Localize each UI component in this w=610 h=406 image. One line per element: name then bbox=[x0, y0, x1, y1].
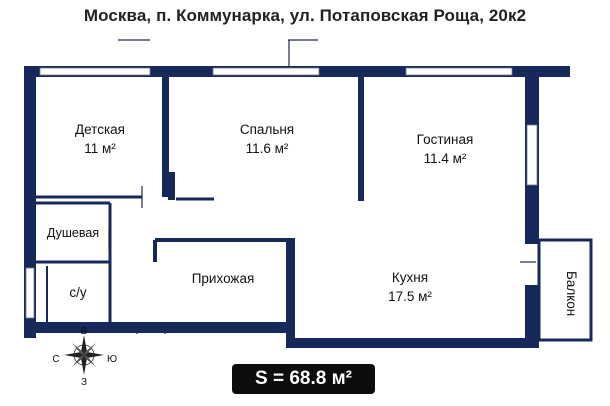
wall-kids-bedroom bbox=[162, 77, 169, 197]
outer-wall-bottom-right bbox=[288, 338, 538, 348]
compass-south-label: З bbox=[80, 377, 88, 388]
room-name: Гостиная bbox=[416, 132, 474, 147]
room-bedroom: Спальня 11.6 м² bbox=[212, 120, 322, 158]
room-balcony: Балкон bbox=[564, 271, 579, 317]
compass-rose bbox=[64, 335, 104, 375]
room-kitchen: Кухня 17.5 м² bbox=[355, 268, 465, 306]
plan-title: Москва, п. Коммунарка, ул. Потаповская Р… bbox=[83, 6, 527, 25]
wall-stub bbox=[168, 172, 175, 200]
room-name: Детская bbox=[74, 122, 125, 137]
outer-wall-right-lower bbox=[525, 285, 539, 348]
room-living: Гостиная 11.4 м² bbox=[390, 130, 500, 168]
room-name: Душевая bbox=[46, 226, 100, 240]
room-area: 11.6 м² bbox=[245, 141, 289, 156]
window bbox=[526, 124, 538, 186]
compass-east-label: Ю bbox=[106, 354, 118, 365]
window bbox=[212, 67, 320, 76]
room-shower: Душевая bbox=[36, 224, 110, 243]
room-kids: Детская 11 м² bbox=[50, 120, 150, 158]
window bbox=[405, 67, 513, 76]
compass-north-label: В bbox=[80, 326, 88, 337]
room-name: Прихожая bbox=[191, 271, 255, 286]
room-wc: с/у bbox=[50, 283, 106, 302]
outer-wall-step bbox=[286, 238, 295, 348]
window bbox=[39, 67, 151, 76]
window bbox=[25, 267, 35, 319]
room-name: Кухня bbox=[391, 270, 429, 285]
room-area: 11.4 м² bbox=[423, 151, 467, 166]
total-area-badge: S = 68.8 м² bbox=[232, 364, 375, 394]
wall-bedroom-living bbox=[358, 77, 364, 201]
room-hall: Прихожая bbox=[168, 269, 278, 288]
room-name: с/у bbox=[69, 285, 87, 300]
room-area: 11 м² bbox=[84, 141, 116, 156]
outer-wall-bottom-left bbox=[24, 322, 294, 333]
room-name: Спальня bbox=[239, 122, 295, 137]
compass-west-label: С bbox=[52, 354, 60, 365]
room-area: 17.5 м² bbox=[388, 289, 432, 304]
balcony-outline bbox=[537, 238, 593, 342]
